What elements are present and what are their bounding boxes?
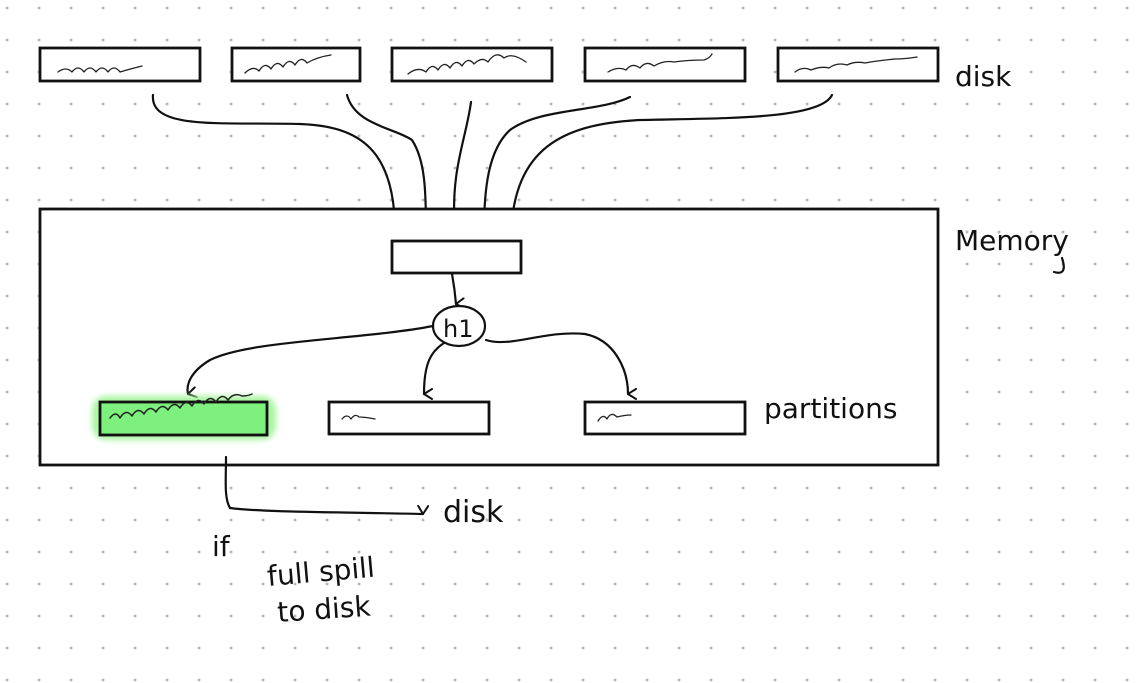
- partition-1: [98, 400, 269, 437]
- partition-3-partial: [583, 400, 747, 436]
- disk-block-5: [776, 46, 940, 83]
- memory-label-tail: [1052, 256, 1065, 274]
- memory-label: Memory: [955, 224, 1069, 257]
- partition-3: [583, 400, 747, 436]
- partitions-label: partitions: [764, 392, 897, 425]
- arrow-disk-2-to-buffer: [345, 93, 436, 238]
- arrow-disk-5-to-buffer: [509, 93, 834, 239]
- disk-block-2: [230, 46, 362, 83]
- arrow-hash-to-partition-1: [186, 324, 435, 399]
- disk-label-bottom: disk: [443, 495, 504, 530]
- spill-arrow: [224, 455, 430, 516]
- spill-note-if: if: [212, 530, 231, 563]
- spill-note-full: full spill: [266, 551, 376, 593]
- arrow-buffer-to-hash: [450, 272, 466, 310]
- input-buffer: [390, 239, 523, 275]
- partition-arrows: [186, 324, 638, 401]
- read-arrows: [151, 93, 834, 239]
- arrow-disk-4-to-buffer: [482, 95, 632, 239]
- partition-2-partial: [327, 400, 491, 436]
- arrow-hash-to-partition-3: [484, 332, 638, 400]
- spill-note-to-disk: to disk: [276, 589, 372, 628]
- hash-function-label: h1: [443, 315, 473, 343]
- disk-blocks: [38, 46, 940, 83]
- disk-block-1: [38, 46, 202, 83]
- disk-block-3: [390, 46, 554, 83]
- hash-function-node: h1: [431, 304, 487, 348]
- partition-2: [327, 400, 491, 436]
- disk-label-top: disk: [955, 60, 1012, 93]
- partition-1-full: [92, 393, 276, 440]
- arrow-disk-1-to-buffer: [151, 93, 405, 238]
- arrow-hash-to-partition-2: [422, 341, 446, 401]
- disk-block-4: [583, 46, 747, 83]
